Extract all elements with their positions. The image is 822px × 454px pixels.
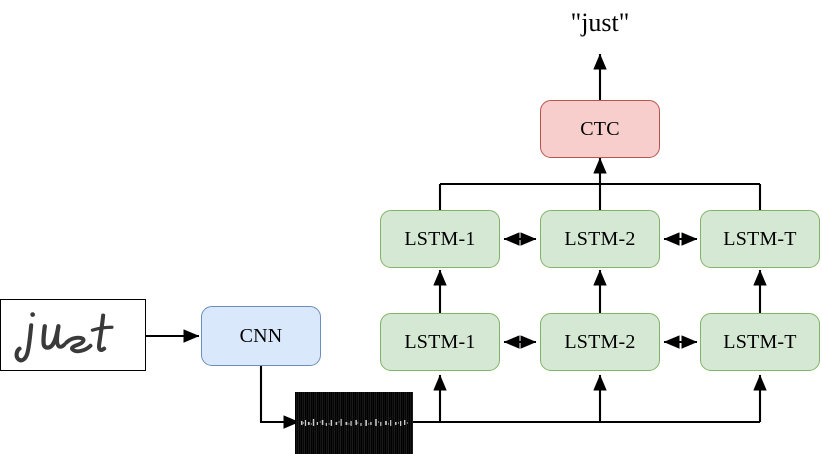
node-lstm-bottom-1[interactable]: LSTM-1 — [380, 313, 500, 371]
node-lstm-top-1-label: LSTM-1 — [404, 228, 476, 250]
node-lstm-top-1[interactable]: LSTM-1 — [380, 210, 500, 268]
node-lstm-top-2[interactable]: LSTM-2 — [540, 210, 660, 268]
node-ctc-label: CTC — [580, 118, 620, 140]
node-lstm-bottom-2[interactable]: LSTM-2 — [540, 313, 660, 371]
node-lstm-top-t-label: LSTM-T — [723, 228, 797, 250]
wire-cnn-to-featuremap — [259, 366, 300, 429]
node-lstm-top-t[interactable]: LSTM-T — [700, 210, 820, 268]
node-lstm-bottom-1-label: LSTM-1 — [404, 331, 476, 353]
feature-map-image — [295, 392, 413, 454]
node-lstm-bottom-t-label: LSTM-T — [723, 331, 797, 353]
node-ctc[interactable]: CTC — [540, 100, 660, 158]
node-cnn[interactable]: CNN — [201, 306, 321, 366]
feature-map-stripes — [295, 392, 413, 454]
feature-map-activations — [300, 419, 408, 426]
node-cnn-label: CNN — [239, 325, 283, 347]
output-transcription-label: "just" — [570, 8, 630, 37]
node-lstm-bottom-2-label: LSTM-2 — [564, 331, 636, 353]
node-lstm-bottom-t[interactable]: LSTM-T — [700, 313, 820, 371]
node-lstm-top-2-label: LSTM-2 — [564, 228, 636, 250]
handwriting-input-image — [0, 299, 146, 371]
handwriting-ink — [14, 312, 114, 363]
